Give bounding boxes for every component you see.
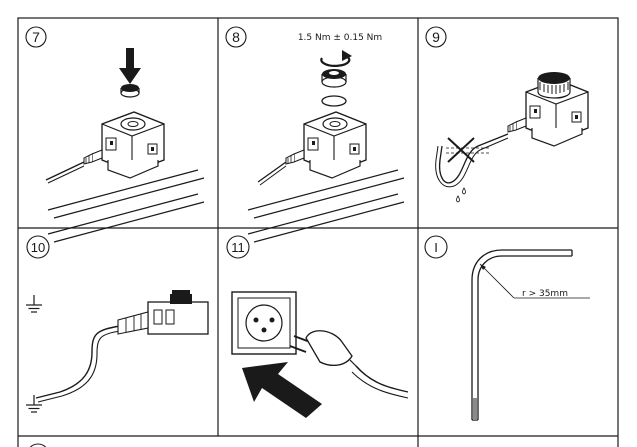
- capillary-probe: [257, 161, 287, 186]
- knob-cap: [321, 69, 347, 88]
- insert-arrow-icon: [242, 362, 322, 418]
- thermostat-valve: [285, 111, 367, 179]
- panel-10: 10: [25, 235, 209, 413]
- svg-text:10: 10: [31, 240, 45, 255]
- bent-capillary: [471, 249, 573, 421]
- rail-tubes: [247, 169, 405, 243]
- cross-out-icon: [446, 137, 490, 163]
- panel-9: 9: [425, 26, 589, 203]
- rail-tubes: [47, 169, 205, 243]
- panel-10-number: 10: [26, 235, 50, 259]
- svg-text:7: 7: [32, 29, 40, 45]
- knob-cap: [120, 84, 140, 98]
- panel-11-number: 11: [226, 235, 250, 259]
- rotate-arrow-icon: [320, 50, 352, 67]
- svg-text:11: 11: [231, 240, 245, 255]
- radius-leader: [479, 263, 590, 299]
- large-knob: [537, 72, 571, 99]
- panel-8-number: 8: [225, 26, 247, 48]
- svg-text:I: I: [434, 240, 438, 255]
- torque-label: 1.5 Nm ± 0.15 Nm: [298, 33, 382, 43]
- power-plug: [289, 330, 409, 399]
- wall-socket: [231, 291, 297, 355]
- down-arrow-icon: [119, 48, 141, 84]
- panel-7: 7: [25, 26, 205, 243]
- panel-11: 11: [226, 235, 409, 418]
- thermostat-valve-side: [117, 290, 209, 335]
- thermostat-valve: [83, 111, 165, 179]
- panel-8: 8 1.5 Nm ± 0.15 Nm: [225, 26, 405, 243]
- panel-I-number: I: [424, 235, 448, 259]
- capillary-probe: [45, 161, 85, 184]
- svg-text:8: 8: [232, 29, 240, 45]
- panel-9-number: 9: [425, 26, 447, 48]
- panel-12: 12: [29, 443, 47, 447]
- panel-12-number: 12: [29, 443, 47, 447]
- capillary-tube: [435, 133, 509, 188]
- panel-7-number: 7: [25, 26, 47, 48]
- bend-radius-label: r > 35mm: [522, 289, 568, 299]
- capillary-cable: [35, 325, 121, 403]
- earth-icon: [25, 294, 43, 313]
- panel-grid: [17, 17, 619, 447]
- o-ring: [321, 95, 347, 107]
- svg-text:9: 9: [432, 29, 440, 45]
- drip-icon: [456, 187, 466, 203]
- panel-I: I r > 35mm: [424, 235, 590, 421]
